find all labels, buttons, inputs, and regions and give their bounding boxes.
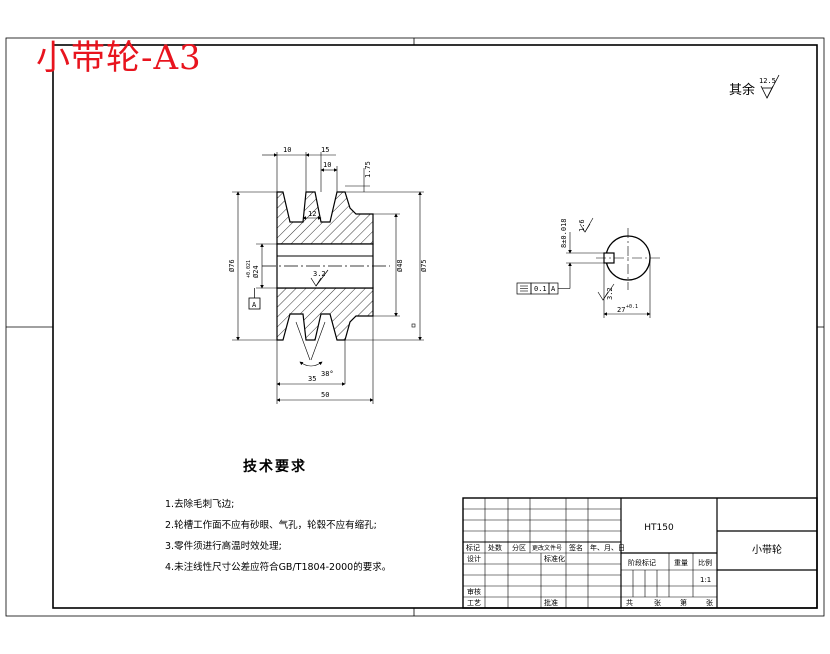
tech-item-1: 1.去除毛刺飞边; — [165, 499, 235, 510]
inner-border — [52, 44, 818, 609]
tech-item-2: 2.轮槽工作面不应有砂眼、气孔，轮毂不应有缩孔; — [165, 520, 377, 531]
label-scale: 比例 — [698, 558, 712, 567]
tol-value: 0.1 — [534, 285, 547, 293]
rough-key2: 3.2 — [606, 287, 614, 300]
title-block-text: HT150 小带轮 标记 处数 分区 更改文件号 签名 年、月、日 设计 标准化… — [466, 523, 782, 607]
col-sign: 签名 — [569, 543, 583, 552]
dim-10b: 10 — [323, 161, 331, 169]
dim-10a: 10 — [283, 146, 291, 154]
tol-datum: A — [551, 285, 556, 293]
label-process: 工艺 — [467, 599, 481, 607]
tech-item-3: 3.零件须进行高温时效处理; — [165, 541, 282, 552]
dim-35: 35 — [308, 375, 316, 383]
col-change: 更改文件号 — [532, 544, 562, 552]
dim-dia48: Ø48 — [396, 259, 404, 272]
part-name: 小带轮 — [752, 543, 782, 556]
roughness-note-label: 其余 — [729, 83, 756, 98]
dim-27: 27 — [617, 306, 625, 314]
rough-rest-value: 12.5 — [759, 77, 776, 85]
label-weight: 重量 — [674, 559, 688, 567]
col-count: 处数 — [488, 543, 502, 552]
rough-key: 1.6 — [578, 219, 586, 232]
label-review: 审核 — [467, 587, 481, 596]
dim-key: 8±0.018 — [560, 218, 568, 248]
rough-bore: 3.2 — [313, 270, 326, 278]
dim-dia75: Ø75 — [420, 259, 428, 272]
sheets-total: 共 — [626, 598, 633, 607]
material: HT150 — [644, 523, 674, 533]
keyway-view: 8±0.018 1.6 0.1 A 3.2 27 +0.1 — [516, 217, 660, 318]
dim-angle: 38° — [321, 370, 334, 378]
sheets-unit1: 张 — [654, 598, 661, 607]
datum-a: A — [252, 301, 257, 309]
label-standardize: 标准化 — [544, 554, 565, 563]
technical-requirements: 技术要求 1.去除毛刺飞边; 2.轮槽工作面不应有砂眼、气孔，轮毂不应有缩孔; … — [165, 456, 465, 578]
pulley-section-view: 10 15 10 1.75 12 Ø76 Ø24 +0.021 Ø48 Ø75 … — [228, 146, 428, 404]
col-zone: 分区 — [512, 543, 526, 552]
upper-section — [276, 191, 374, 245]
scale-value: 1:1 — [700, 576, 711, 584]
tech-item-4: 4.未注线性尺寸公差应符合GB/T1804-2000的要求。 — [165, 562, 392, 573]
lower-section — [276, 287, 374, 341]
tech-heading: 技术要求 — [243, 459, 307, 475]
label-approve: 批准 — [544, 598, 558, 607]
col-date: 年、月、日 — [590, 543, 625, 552]
sheets-unit2: 张 — [706, 598, 713, 607]
dim-tol24: +0.021 — [246, 260, 252, 278]
dim-50: 50 — [321, 391, 329, 399]
label-stage: 阶段标记 — [628, 558, 656, 567]
roughness-symbol: 12.5 — [759, 74, 780, 99]
col-mark: 标记 — [466, 543, 480, 552]
dim-175: 1.75 — [364, 161, 372, 178]
dim-dia76: Ø76 — [228, 259, 236, 272]
title-block — [462, 497, 818, 609]
dim-15: 15 — [321, 146, 329, 154]
dim-12: 12 — [308, 210, 316, 218]
dim-tol27: +0.1 — [626, 304, 638, 310]
dim-dia24: Ø24 — [252, 265, 260, 278]
sheets-index: 第 — [680, 598, 687, 607]
label-design: 设计 — [467, 554, 481, 563]
drawing-title: 小带轮-A3 — [36, 38, 202, 78]
